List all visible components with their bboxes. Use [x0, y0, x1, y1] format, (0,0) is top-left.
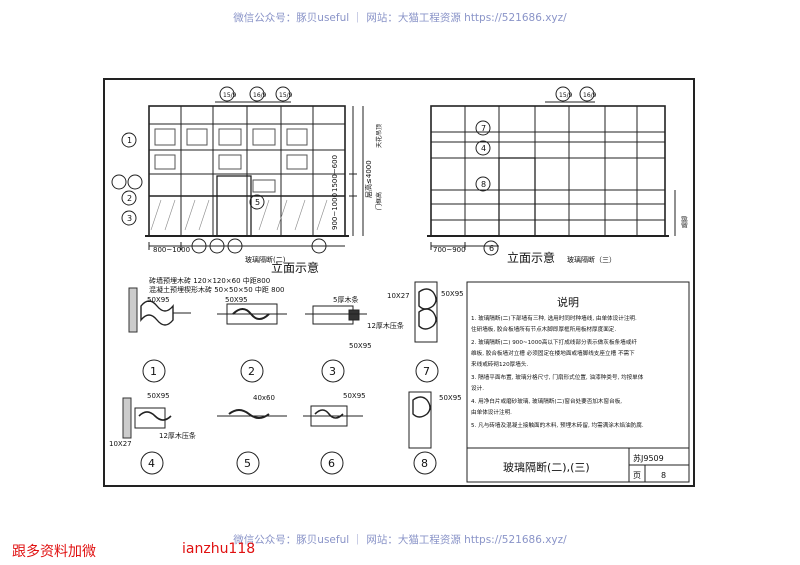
title-block-title: 玻璃隔断(二),(三): [503, 460, 590, 474]
elevation-right-frame: [427, 105, 676, 250]
callout-2: 2: [127, 194, 132, 203]
detail-2: [217, 303, 287, 383]
title-block-atlas: 苏J9509: [633, 453, 664, 463]
left-elev-dim-3: 层高≤4000: [364, 160, 373, 198]
left-elev-title: 立面示意: [271, 260, 319, 275]
drawing-sheet: 玻璃隔断(二) 立面示意 800~1000 900~1000 1500~600 …: [103, 78, 695, 487]
callout-7: 7: [481, 124, 486, 133]
callout-15-9-c: 15/9: [559, 92, 573, 99]
title-block-page-label: 页: [633, 471, 641, 480]
detail-number-2: 2: [248, 365, 255, 378]
detail-1: [128, 287, 191, 383]
d6-label: 50X95: [343, 392, 366, 400]
title-block-page: 8: [661, 471, 666, 480]
note-wood-brick-2: 混凝土预埋楔形木砖 50×50×50 中距 800: [149, 285, 285, 294]
callout-3: 3: [127, 214, 132, 223]
d3-label-b: 12厚木压条: [367, 321, 404, 330]
detail-5: [217, 409, 287, 475]
right-elev-title: 立面示意: [507, 250, 555, 265]
callout-16-9-a: 16/9: [253, 92, 267, 99]
note-line-8: 4. 用净白片或磨砂玻璃, 玻璃隔断(二)窗台处要否加木窗台板,: [471, 397, 622, 405]
left-elev-subtitle: 玻璃隔断(二): [245, 255, 286, 264]
detail-8: [408, 391, 437, 475]
left-elev-dim-2: 1500~600: [331, 155, 339, 192]
callouts-right-elev: [475, 86, 595, 256]
detail-number-4: 4: [148, 457, 155, 470]
callout-16-9-b: 16/9: [583, 92, 597, 99]
note-line-4: 维板, 胶合板墙对立槽 必须固定在楼地面或墙脚线支座立槽 不需下: [471, 349, 635, 357]
detail-4: [122, 397, 172, 475]
note-line-7: 设计.: [471, 384, 484, 392]
detail-number-1: 1: [150, 365, 157, 378]
callout-5: 5: [255, 198, 260, 207]
d3-label-a: 5厚木条: [333, 295, 358, 304]
red-caption-left: 跟多资料加微: [12, 544, 96, 560]
callout-1: 1: [127, 136, 132, 145]
left-elev-label-ceiling: 天花吊顶: [375, 124, 383, 148]
right-elev-dim-bottom: 700~900: [433, 246, 466, 254]
watermark-top: 微信公众号：豚贝useful ｜ 网站：大猫工程资源 https://52168…: [233, 12, 567, 24]
callouts-left-elev: [111, 86, 327, 254]
d2-label: 50X95: [225, 296, 248, 304]
detail-number-7: 7: [423, 365, 430, 378]
watermark-bottom: 微信公众号：豚贝useful ｜ 网站：大猫工程资源 https://52168…: [233, 534, 567, 546]
note-line-10: 5. 凡与砖墙及混凝土接触面的木料, 预埋木砖留, 均需满涂木焰油防腐.: [471, 421, 644, 429]
callout-8: 8: [481, 180, 486, 189]
detail-number-5: 5: [244, 457, 251, 470]
notes-title: 说明: [557, 295, 579, 309]
drawing-svg: 玻璃隔断(二) 立面示意 800~1000 900~1000 1500~600 …: [109, 86, 690, 483]
note-line-9: 由单体设计注明.: [471, 408, 512, 416]
right-elev-label: 踢脚: [681, 216, 689, 228]
note-line-3: 2. 玻璃隔断(二) 900~1000高以下打成线部分表示做灰板条墙或纤: [471, 338, 637, 346]
red-caption-right: ianzhu118: [182, 541, 256, 557]
detail-number-8: 8: [421, 457, 428, 470]
note-line-6: 3. 隔墙平面布置, 玻璃分格尺寸, 门扇形式位置, 油漆种类号, 均按单体: [471, 373, 644, 381]
callout-15-9-b: 15/9: [279, 92, 293, 99]
callout-15-9-a: 15/9: [223, 92, 237, 99]
left-elev-dim-1: 900~1000: [331, 193, 339, 230]
d8-label: 50X95: [439, 394, 462, 402]
right-elev-subtitle: 玻璃隔断（三）: [567, 255, 616, 264]
d4-label-c: 12厚木压条: [159, 431, 196, 440]
d7-label-a: 10X27: [387, 292, 410, 300]
detail-6: [303, 405, 363, 475]
detail-3: [305, 305, 367, 383]
d4-label-b: 10X27: [109, 440, 132, 448]
d7-label-b: 50X95: [441, 290, 464, 298]
note-line-1: 1. 玻璃隔断(二)下部墙有三种, 选用时同时种墙线, 由单体设计注明.: [471, 314, 637, 322]
callout-6: 6: [489, 244, 494, 253]
note-line-5: 来线或砖砌120厚墙头.: [471, 360, 528, 368]
detail-7: [414, 281, 439, 383]
d3-label-c: 50X95: [349, 342, 372, 350]
detail-number-6: 6: [328, 457, 335, 470]
d1-label: 50X95: [147, 296, 170, 304]
callout-4: 4: [481, 144, 486, 153]
left-elev-dim-bottom: 800~1000: [153, 246, 190, 254]
left-elev-label-door: 门框高: [375, 192, 383, 210]
detail-number-3: 3: [329, 365, 336, 378]
d4-label-a: 50X95: [147, 392, 170, 400]
note-wood-brick-1: 砖墙预埋木砖 120×120×60 中距800: [149, 276, 270, 285]
d5-label: 40x60: [253, 394, 275, 402]
note-line-2: 住研墙板, 胶合板墙所有节点木脚即厚框所用板材厚度面定.: [471, 325, 616, 333]
